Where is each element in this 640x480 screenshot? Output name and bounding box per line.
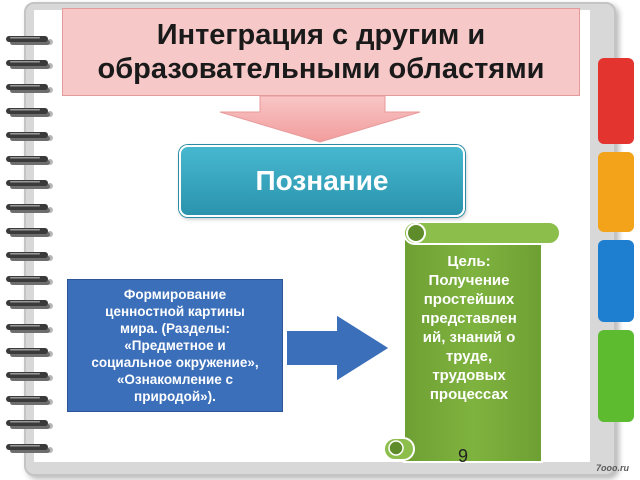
binding-ring-icon [6, 228, 53, 237]
page-title: Интеграция с другим и образовательными о… [97, 19, 545, 85]
binding-ring-icon [6, 36, 53, 45]
binding-ring-icon [6, 180, 53, 189]
binding-ring-icon [6, 60, 53, 69]
watermark: 7ooo.ru [596, 463, 629, 473]
tab-green [598, 330, 634, 422]
binding-ring-icon [6, 132, 53, 141]
binding-ring-icon [6, 300, 53, 309]
tab-orange [598, 152, 634, 232]
binding-ring-icon [6, 108, 53, 117]
goal-text: Цель: Получение простейших представлен и… [421, 253, 517, 403]
center-box: Познание [179, 145, 465, 217]
side-tabs [598, 58, 634, 422]
binding-ring-icon [6, 396, 53, 405]
binding-ring-icon [6, 276, 53, 285]
binding-ring-icon [6, 420, 53, 429]
description-text: Формирование ценностной картины мира. (Р… [91, 287, 259, 404]
binding-ring-icon [6, 444, 53, 453]
spiral-binding-icon [6, 36, 53, 453]
binding-ring-icon [6, 84, 53, 93]
tab-red [598, 58, 634, 144]
center-label: Познание [255, 165, 389, 196]
binding-ring-icon [6, 324, 53, 333]
title-box: Интеграция с другим и образовательными о… [62, 8, 580, 96]
tab-blue [598, 240, 634, 322]
binding-ring-icon [6, 348, 53, 357]
binding-ring-icon [6, 156, 53, 165]
description-box: Формирование ценностной картины мира. (Р… [67, 279, 283, 412]
binding-ring-icon [6, 372, 53, 381]
page-number: 9 [458, 446, 469, 466]
binding-ring-icon [6, 204, 53, 213]
binding-ring-icon [6, 252, 53, 261]
